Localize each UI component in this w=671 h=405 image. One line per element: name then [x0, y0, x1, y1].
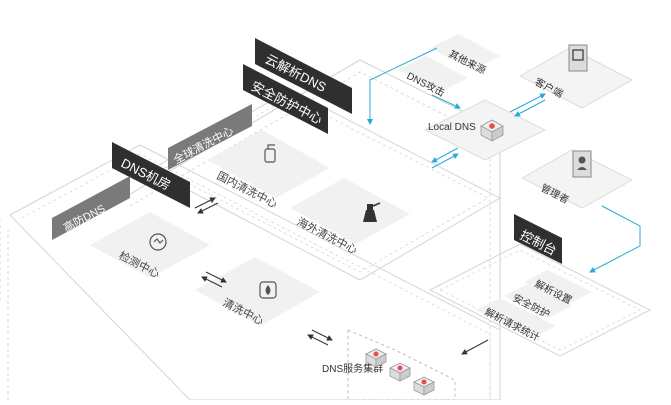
- panel-domestic-cleaning: [208, 130, 330, 198]
- spray-gun-icon: [363, 202, 381, 222]
- arrow-detection-to-cleaning: [201, 271, 227, 288]
- dns-server-icon: [365, 348, 435, 396]
- arrow-detection-to-dns-room: [194, 197, 219, 214]
- node-admin: 管理者: [520, 149, 634, 209]
- arrow-cleaning-to-cluster: [307, 329, 333, 346]
- band-console: 控制台: [514, 214, 562, 264]
- console-platform: [428, 243, 652, 357]
- monitor-clock-icon: [149, 233, 167, 251]
- water-drop-icon: [259, 281, 277, 299]
- node-local-dns: Local DNS: [423, 99, 547, 161]
- panel-cleaning: [195, 257, 320, 326]
- flow-console-to-cluster: [461, 339, 489, 355]
- dns-cluster-label: DNS服务集群: [322, 362, 383, 375]
- dns-cluster-platform: [347, 329, 456, 401]
- client-monitor-icon: [568, 44, 588, 72]
- local-dns-label: Local DNS: [428, 122, 476, 133]
- flow-lines: [367, 47, 641, 273]
- dns-server-icon: [480, 119, 504, 142]
- spray-bottle-icon: [264, 144, 276, 163]
- panel-overseas-cleaning: [290, 178, 410, 244]
- admin-person-icon: [572, 150, 592, 178]
